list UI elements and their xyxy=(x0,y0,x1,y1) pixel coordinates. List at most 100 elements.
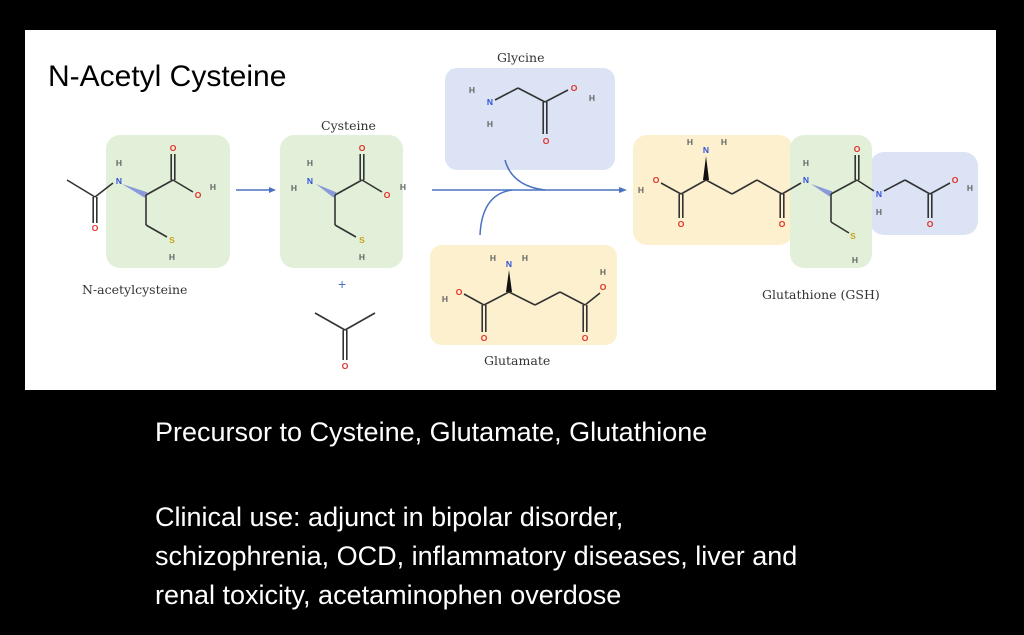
atom-h: H xyxy=(400,182,406,192)
bond xyxy=(584,292,601,306)
bond xyxy=(145,224,168,238)
bond xyxy=(705,179,733,195)
bond xyxy=(544,89,569,103)
bond xyxy=(883,179,906,192)
bond xyxy=(731,179,758,195)
wedge-bond xyxy=(122,184,148,198)
bond xyxy=(534,291,561,306)
clinical-use-line-3: renal toxicity, acetaminophen overdose xyxy=(155,580,622,610)
molecule-bonds xyxy=(66,87,951,360)
atom-o: O xyxy=(571,83,578,93)
label-glutamate: Glutamate xyxy=(484,353,550,368)
atom-h: H xyxy=(967,183,973,193)
atom-o: O xyxy=(600,282,607,292)
cysteine-highlight xyxy=(280,135,403,268)
label-cysteine: Cysteine xyxy=(321,118,376,133)
clinical-use-line-1: Clinical use: adjunct in bipolar disorde… xyxy=(155,502,624,532)
atom-h: H xyxy=(469,85,475,95)
atom-o: O xyxy=(927,219,934,229)
label-n-acetylcysteine: N-acetylcysteine xyxy=(82,282,187,297)
bond xyxy=(756,179,783,195)
atom-h: H xyxy=(803,158,809,168)
bond xyxy=(344,312,376,331)
atom-n: N xyxy=(116,176,122,186)
atom-o: O xyxy=(952,175,959,185)
bond xyxy=(660,182,682,195)
atom-o: O xyxy=(854,144,861,154)
glycine-input-curve xyxy=(504,159,546,191)
bond xyxy=(483,291,510,306)
glycine-highlight xyxy=(445,68,615,170)
atom-h: H xyxy=(116,158,122,168)
atom-h: H xyxy=(600,267,606,277)
atom-h: H xyxy=(359,252,365,262)
atom-s: S xyxy=(850,231,856,241)
slide-title: N-Acetyl Cysteine xyxy=(48,60,287,93)
atom-s: S xyxy=(359,235,365,245)
atom-h: H xyxy=(307,158,313,168)
atom-h: H xyxy=(487,119,493,129)
atom-o: O xyxy=(456,287,463,297)
bond xyxy=(145,179,174,196)
atom-h: H xyxy=(210,182,216,192)
atom-n: N xyxy=(876,189,882,199)
atom-s: S xyxy=(169,235,175,245)
bond xyxy=(508,291,536,306)
wedge-bond xyxy=(703,156,709,180)
atom-n: N xyxy=(506,259,512,269)
atom-n: N xyxy=(487,97,493,107)
atom-o: O xyxy=(582,333,589,343)
atom-h: H xyxy=(589,93,595,103)
bond xyxy=(463,293,485,306)
atom-n: N xyxy=(803,175,809,185)
glutamate-highlight xyxy=(430,245,617,345)
arrow-nac-to-cysteine xyxy=(236,187,276,193)
glutamate-input-curve xyxy=(479,189,513,236)
atom-n: N xyxy=(703,145,709,155)
atom-h: H xyxy=(522,253,528,263)
atom-o: O xyxy=(195,190,202,200)
atom-h: H xyxy=(442,294,448,304)
bond xyxy=(559,291,586,306)
atom-o: O xyxy=(384,190,391,200)
bond xyxy=(856,179,875,192)
atom-o: O xyxy=(170,143,177,153)
bond xyxy=(334,179,363,196)
atom-h: H xyxy=(291,183,297,193)
label-glycine: Glycine xyxy=(497,50,545,65)
bond xyxy=(904,179,931,195)
bond xyxy=(94,182,114,198)
wedge-bond xyxy=(316,184,337,198)
atom-h: H xyxy=(490,253,496,263)
bond xyxy=(929,182,951,195)
atom-o: O xyxy=(779,219,786,229)
bond xyxy=(172,179,194,193)
atom-o: O xyxy=(92,223,99,233)
gsh-glutamate-highlight xyxy=(633,135,793,245)
atom-h: H xyxy=(638,185,644,195)
bond xyxy=(66,179,96,198)
gsh-glycine-highlight xyxy=(870,152,978,235)
bond xyxy=(517,87,546,103)
atom-o: O xyxy=(653,175,660,185)
bond xyxy=(494,87,519,101)
bond xyxy=(781,182,802,195)
wedge-bond xyxy=(506,270,512,292)
bond xyxy=(314,312,346,331)
clinical-use-line-2: schizophrenia, OCD, inflammatory disease… xyxy=(155,541,798,571)
atom-h: H xyxy=(876,207,882,217)
plus-sign: + xyxy=(338,276,346,292)
atom-o: O xyxy=(342,361,349,371)
atom-h: H xyxy=(852,255,858,265)
nac-cysteine-highlight xyxy=(106,135,230,268)
atom-o: O xyxy=(481,333,488,343)
bond xyxy=(334,224,357,238)
atom-h: H xyxy=(169,252,175,262)
atom-h: H xyxy=(687,137,693,147)
bond xyxy=(830,221,850,234)
bond xyxy=(361,179,383,193)
atom-o: O xyxy=(543,136,550,146)
bond xyxy=(830,179,858,195)
